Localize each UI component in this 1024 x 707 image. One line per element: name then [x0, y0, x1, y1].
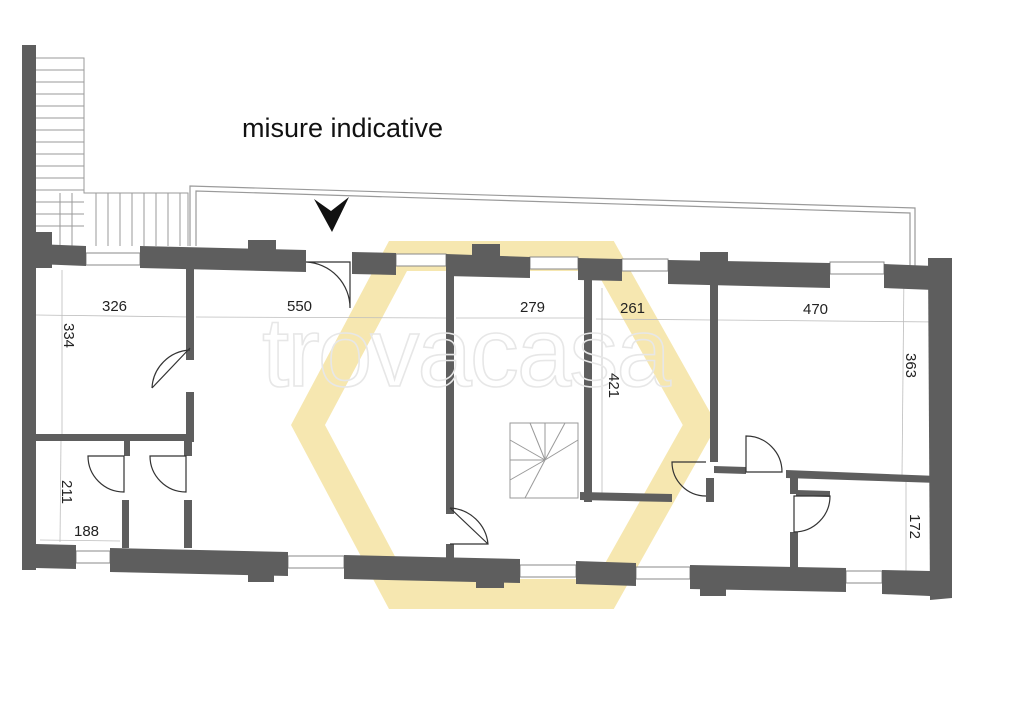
dim-room5-width: 470	[803, 301, 828, 318]
dim-room1-height: 334	[60, 323, 77, 348]
watermark-logo	[291, 241, 718, 609]
internal-staircase	[509, 422, 579, 499]
watermark-text: trovacasa	[262, 297, 671, 407]
door-room7	[793, 495, 831, 533]
dim-room6-height: 211	[58, 480, 75, 504]
dimension-lines	[35, 269, 939, 580]
entrance-door	[305, 261, 351, 309]
walls	[22, 45, 952, 600]
dim-room7-height: 172	[906, 514, 923, 539]
exterior-staircase	[35, 57, 189, 246]
door-corridor	[149, 455, 187, 493]
balcony-outline	[189, 185, 916, 268]
dim-room4-width: 261	[620, 300, 645, 317]
door-room1	[151, 347, 191, 389]
dim-room2-width: 550	[287, 298, 312, 315]
dim-room5-height: 363	[902, 353, 919, 378]
doors	[87, 261, 831, 545]
caption-text: misure indicative	[242, 113, 443, 143]
dim-room6-width: 188	[74, 523, 99, 540]
door-room5	[745, 435, 783, 473]
dim-room1-width: 326	[102, 298, 127, 315]
dim-room3-width: 279	[520, 299, 545, 316]
entrance-arrow-icon	[314, 197, 349, 232]
door-room6	[87, 455, 125, 493]
door-room3	[449, 507, 489, 545]
door-room4	[671, 461, 707, 497]
dim-room3-height: 421	[605, 373, 622, 398]
